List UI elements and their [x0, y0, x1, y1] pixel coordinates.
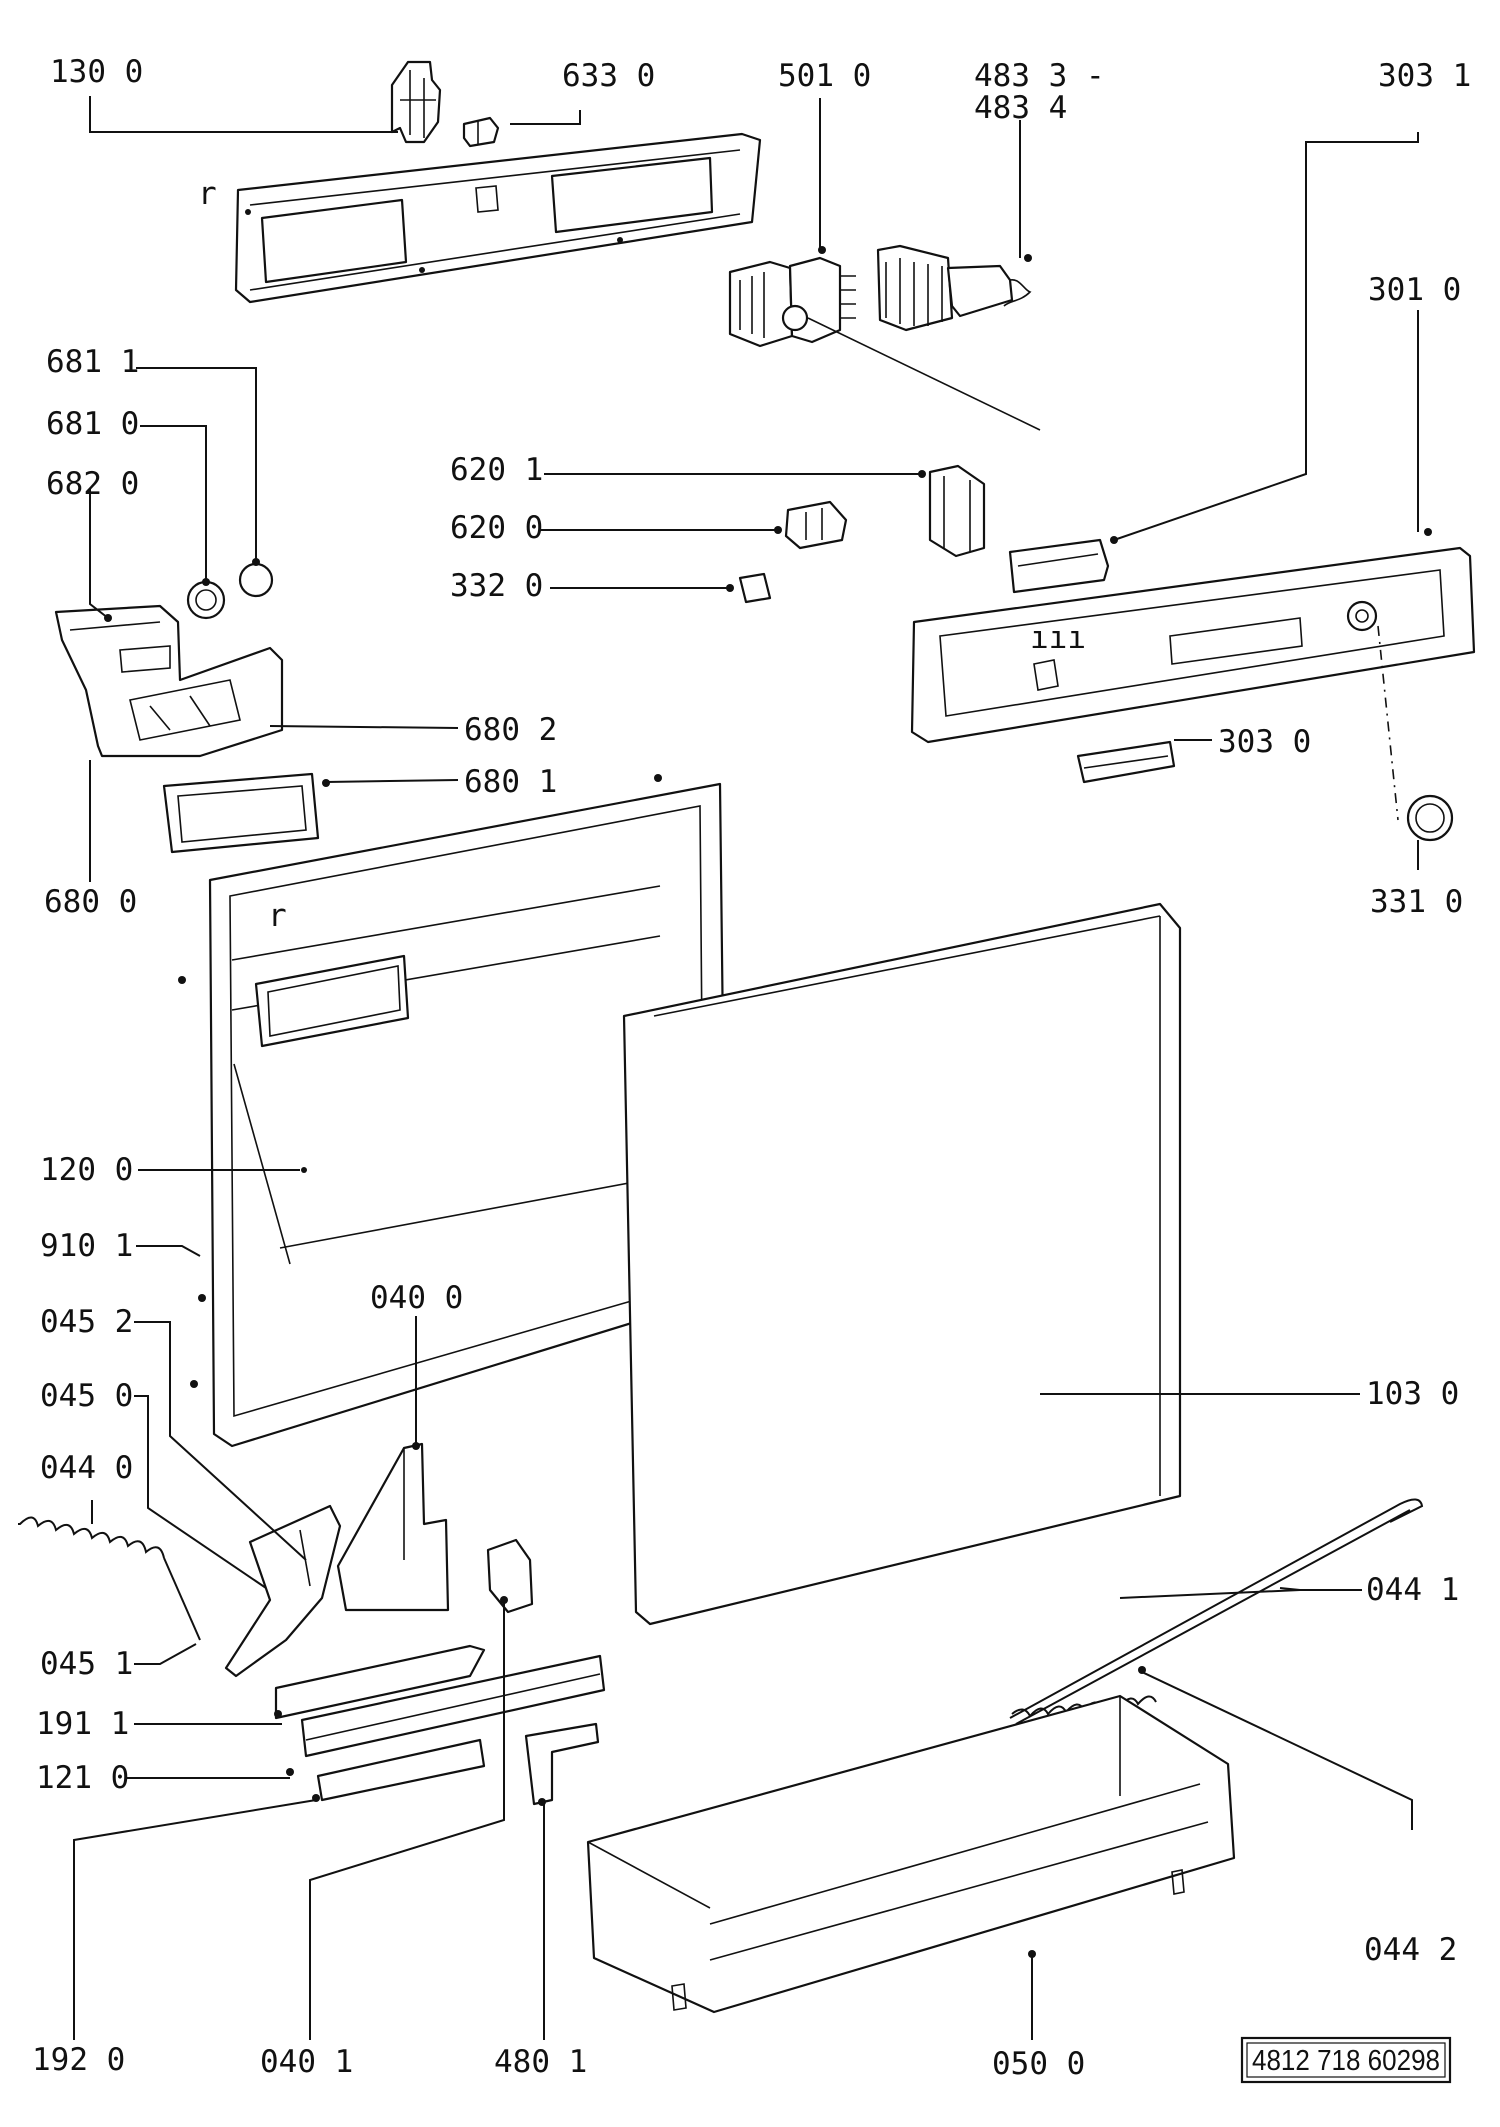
panel-display-symbols: ııı [1030, 620, 1086, 656]
part-6810-knob [186, 578, 226, 620]
part-3320-button [726, 572, 772, 604]
part-6801-gasket [162, 772, 330, 854]
callout-0441: 044 1 [1366, 1572, 1459, 1608]
part-5010-timer [728, 246, 1041, 431]
callout-1200: 120 0 [40, 1152, 133, 1188]
callout-1911: 191 1 [36, 1706, 129, 1742]
part-0500-kickplate [586, 1694, 1236, 2014]
part-3010-control-panel: ııı [910, 528, 1476, 744]
callout-6820: 682 0 [46, 466, 139, 502]
callout-4834: 483 4 [974, 90, 1067, 126]
part-3310-knob [1377, 625, 1454, 842]
callout-1300: 130 0 [50, 54, 143, 90]
callout-0440: 044 0 [40, 1450, 133, 1486]
part-0450-hinge-arm [224, 1504, 342, 1678]
part-4833-connector [876, 244, 1032, 332]
reference-code-box: 4812 718 60298 [1240, 2036, 1452, 2084]
callout-4801: 480 1 [494, 2044, 587, 2080]
callout-labels: 130 0 633 0 501 0 483 3 - 483 4 303 1 30… [32, 54, 1471, 2082]
part-6201-holder [918, 464, 986, 558]
callout-6810: 681 0 [46, 406, 139, 442]
callout-3310: 331 0 [1370, 884, 1463, 920]
ref-r-rail: r [198, 176, 217, 212]
callout-0400: 040 0 [370, 1280, 463, 1316]
callout-6802: 680 2 [464, 712, 557, 748]
callout-3030: 303 0 [1218, 724, 1311, 760]
part-6800-dispenser [54, 604, 284, 758]
callout-3320: 332 0 [450, 568, 543, 604]
part-6200-microswitch [774, 500, 848, 550]
callout-4833: 483 3 - [974, 58, 1105, 94]
callout-9101: 910 1 [40, 1228, 133, 1264]
part-6811-ring [238, 558, 274, 598]
callout-6801: 680 1 [464, 764, 557, 800]
callout-6200: 620 0 [450, 510, 543, 546]
part-0440-spring [18, 1516, 201, 1641]
part-top-rail [234, 132, 762, 304]
callout-1030: 103 0 [1366, 1376, 1459, 1412]
callout-3010: 301 0 [1368, 272, 1461, 308]
part-3030-handle [1076, 740, 1176, 784]
callout-0451: 045 1 [40, 1646, 133, 1682]
part-0400-hinge [336, 1442, 450, 1612]
callout-6201: 620 1 [450, 452, 543, 488]
callout-3031: 303 1 [1378, 58, 1471, 94]
callout-1210: 121 0 [36, 1760, 129, 1796]
callout-0500: 050 0 [992, 2046, 1085, 2082]
part-1911-lower-rail [274, 1644, 606, 1802]
part-6330-switch [462, 116, 500, 148]
ref-r-frame: r [268, 898, 287, 934]
callout-1920: 192 0 [32, 2042, 125, 2078]
leader-lines [73, 96, 1419, 2040]
callout-0401: 040 1 [260, 2044, 353, 2080]
callout-0442: 044 2 [1364, 1932, 1457, 1968]
part-1300-bracket [390, 60, 442, 144]
reference-code: 4812 718 60298 [1252, 2045, 1440, 2077]
callout-5010: 501 0 [778, 58, 871, 94]
callout-0450: 045 0 [40, 1378, 133, 1414]
callout-6800: 680 0 [44, 884, 137, 920]
callout-6811: 681 1 [46, 344, 139, 380]
part-3031-handle [1008, 536, 1118, 594]
callout-0452: 045 2 [40, 1304, 133, 1340]
part-0401-hinge-cover [486, 1538, 534, 1614]
part-4801-clip [524, 1722, 600, 1806]
part-0441-rod [1009, 1498, 1424, 1725]
part-1030-outer-panel [622, 902, 1182, 1626]
callout-6330: 633 0 [562, 58, 655, 94]
